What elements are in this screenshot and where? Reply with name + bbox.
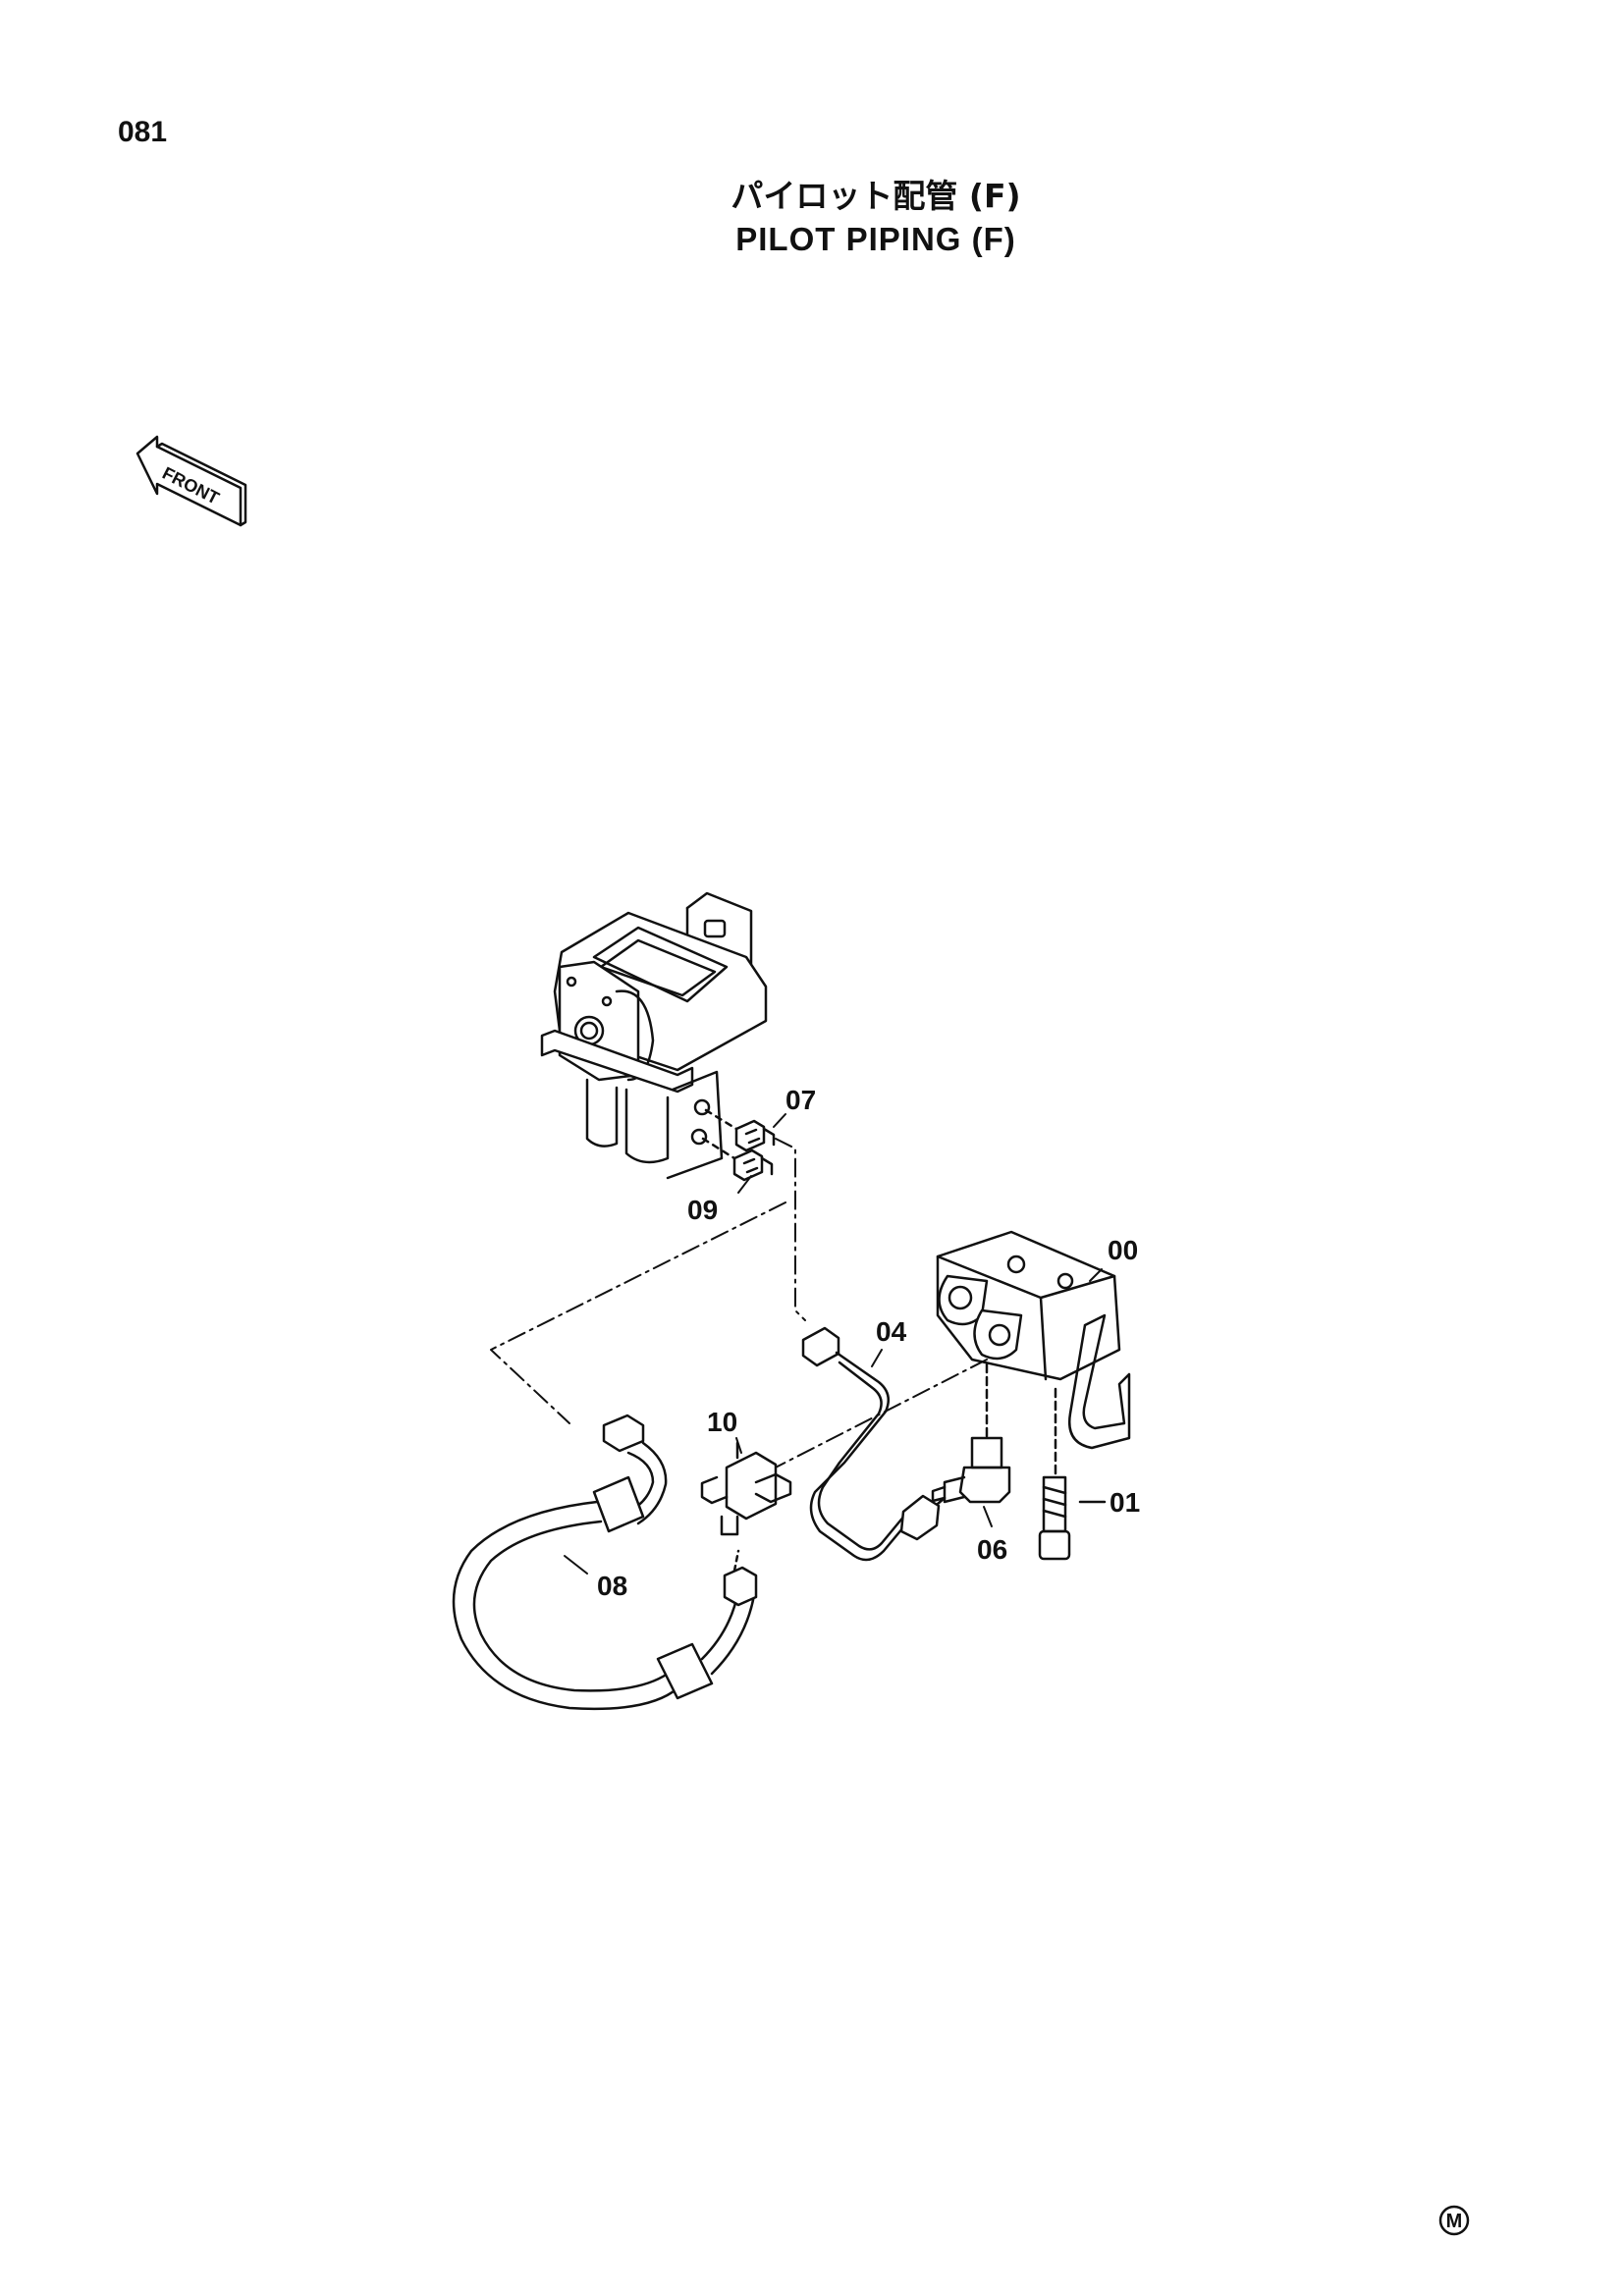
part-label-09: 09 bbox=[687, 1195, 718, 1225]
part-label-07: 07 bbox=[785, 1085, 816, 1115]
part-label-10: 10 bbox=[707, 1407, 737, 1437]
pilot-valve-assembly bbox=[540, 891, 768, 1180]
elbow-fitting-06 bbox=[931, 1362, 1011, 1504]
tee-fitting-10 bbox=[700, 1441, 792, 1536]
main-valve-block bbox=[936, 1230, 1131, 1450]
routing-lines bbox=[490, 1138, 988, 1473]
fitting-07 bbox=[704, 1108, 776, 1152]
front-arrow-icon: FRONT bbox=[135, 435, 247, 527]
title-japanese: パイロット配管 (F) bbox=[731, 177, 1021, 215]
part-label-08: 08 bbox=[597, 1571, 627, 1601]
bolt-01 bbox=[1038, 1387, 1107, 1561]
part-label-00: 00 bbox=[1108, 1235, 1138, 1265]
hose-08 bbox=[452, 1414, 758, 1711]
part-label-06: 06 bbox=[977, 1534, 1007, 1565]
footer-mark-letter: M bbox=[1446, 2211, 1463, 2232]
leader-lines bbox=[564, 1113, 1103, 1575]
fitting-09 bbox=[701, 1137, 774, 1182]
part-label-04: 04 bbox=[876, 1316, 907, 1347]
pipe-04 bbox=[801, 1326, 947, 1562]
part-label-01: 01 bbox=[1110, 1487, 1140, 1518]
title-english: PILOT PIPING (F) bbox=[735, 221, 1016, 257]
part-labels: 07 09 00 04 10 01 06 08 bbox=[597, 1085, 1140, 1601]
title-block: パイロット配管 (F) PILOT PIPING (F) bbox=[0, 175, 1624, 261]
page-number: 081 bbox=[118, 116, 168, 148]
circled-m-icon: M bbox=[1438, 2205, 1470, 2236]
